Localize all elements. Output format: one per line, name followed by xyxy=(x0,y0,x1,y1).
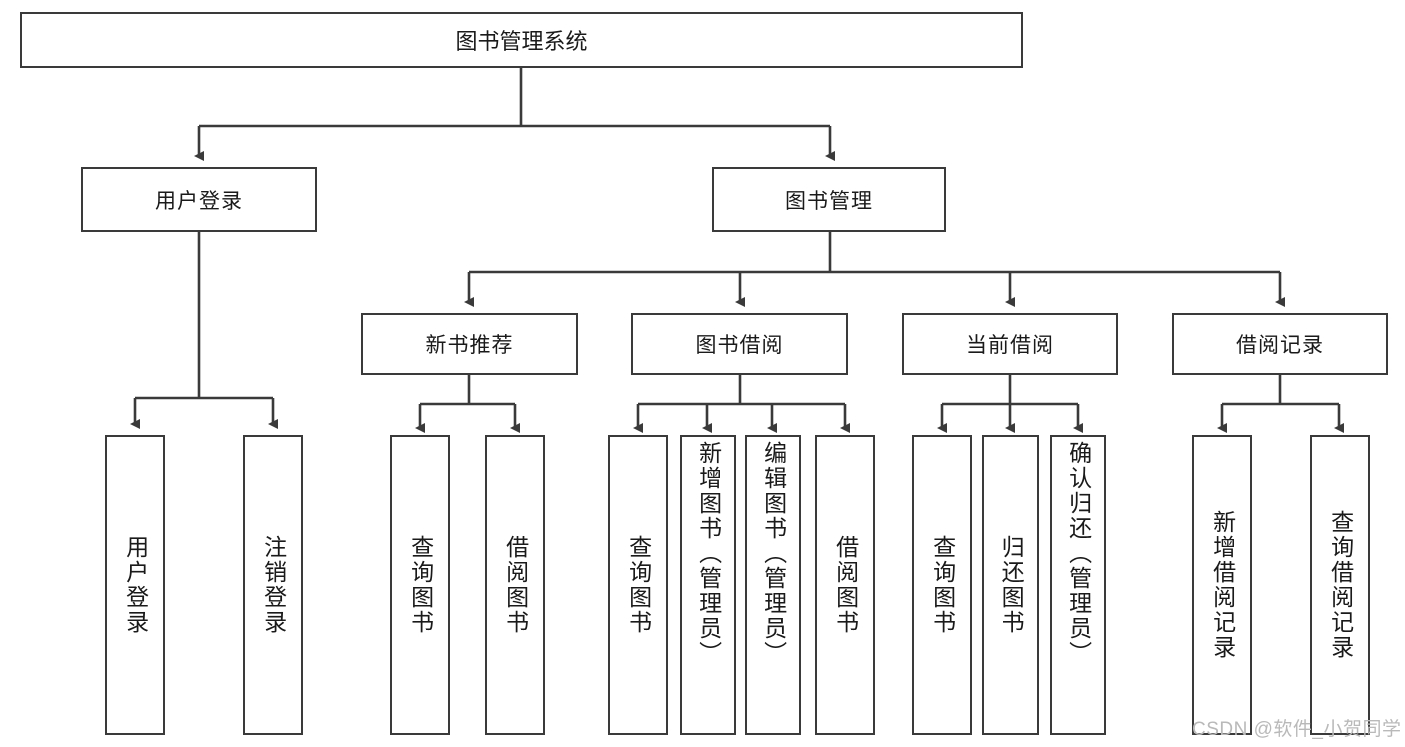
node-label: 注销登录 xyxy=(260,535,287,635)
node-book-borrow[interactable]: 图书借阅 xyxy=(631,313,848,375)
node-leaf-edit-book[interactable]: 编辑图书（管理员） xyxy=(745,435,801,735)
node-label: 查询图书 xyxy=(929,535,956,635)
node-root-system[interactable]: 图书管理系统 xyxy=(20,12,1023,68)
node-current-borrow[interactable]: 当前借阅 xyxy=(902,313,1118,375)
node-label: 图书管理 xyxy=(785,189,873,213)
node-label: 借阅记录 xyxy=(1236,334,1324,357)
node-label: 编辑图书（管理员） xyxy=(760,441,787,666)
node-leaf-logout-login[interactable]: 注销登录 xyxy=(243,435,303,735)
node-label: 借阅图书 xyxy=(502,535,529,635)
node-book-manage[interactable]: 图书管理 xyxy=(712,167,946,232)
node-label: 新增借阅记录 xyxy=(1209,510,1236,660)
node-label: 确认归还（管理员） xyxy=(1065,441,1092,666)
node-leaf-borrow-book-1[interactable]: 借阅图书 xyxy=(485,435,545,735)
node-leaf-user-login[interactable]: 用户登录 xyxy=(105,435,165,735)
node-label: 借阅图书 xyxy=(832,535,859,635)
node-leaf-add-book[interactable]: 新增图书（管理员） xyxy=(680,435,736,735)
node-leaf-query-book-2[interactable]: 查询图书 xyxy=(608,435,668,735)
node-label: 当前借阅 xyxy=(966,334,1054,357)
node-label: 查询图书 xyxy=(625,535,652,635)
csdn-watermark: CSDN @软件_小贺同学 xyxy=(1192,719,1402,740)
node-leaf-add-record[interactable]: 新增借阅记录 xyxy=(1192,435,1252,735)
node-label: 查询图书 xyxy=(407,535,434,635)
node-leaf-query-book-3[interactable]: 查询图书 xyxy=(912,435,972,735)
node-leaf-query-book-1[interactable]: 查询图书 xyxy=(390,435,450,735)
node-label: 用户登录 xyxy=(155,189,243,213)
node-label: 查询借阅记录 xyxy=(1327,510,1354,660)
node-borrow-record[interactable]: 借阅记录 xyxy=(1172,313,1388,375)
node-label: 用户登录 xyxy=(122,535,149,635)
node-label: 归还图书 xyxy=(998,535,1025,635)
node-leaf-query-record[interactable]: 查询借阅记录 xyxy=(1310,435,1370,735)
node-leaf-confirm-return[interactable]: 确认归还（管理员） xyxy=(1050,435,1106,735)
node-user-login[interactable]: 用户登录 xyxy=(81,167,317,232)
node-leaf-return-book[interactable]: 归还图书 xyxy=(982,435,1039,735)
node-label: 新增图书（管理员） xyxy=(695,441,722,666)
node-label: 新书推荐 xyxy=(425,334,514,357)
node-label: 图书管理系统 xyxy=(455,29,588,54)
node-leaf-borrow-book-2[interactable]: 借阅图书 xyxy=(815,435,875,735)
node-label: 图书借阅 xyxy=(695,334,784,357)
node-new-book-recommend[interactable]: 新书推荐 xyxy=(361,313,578,375)
